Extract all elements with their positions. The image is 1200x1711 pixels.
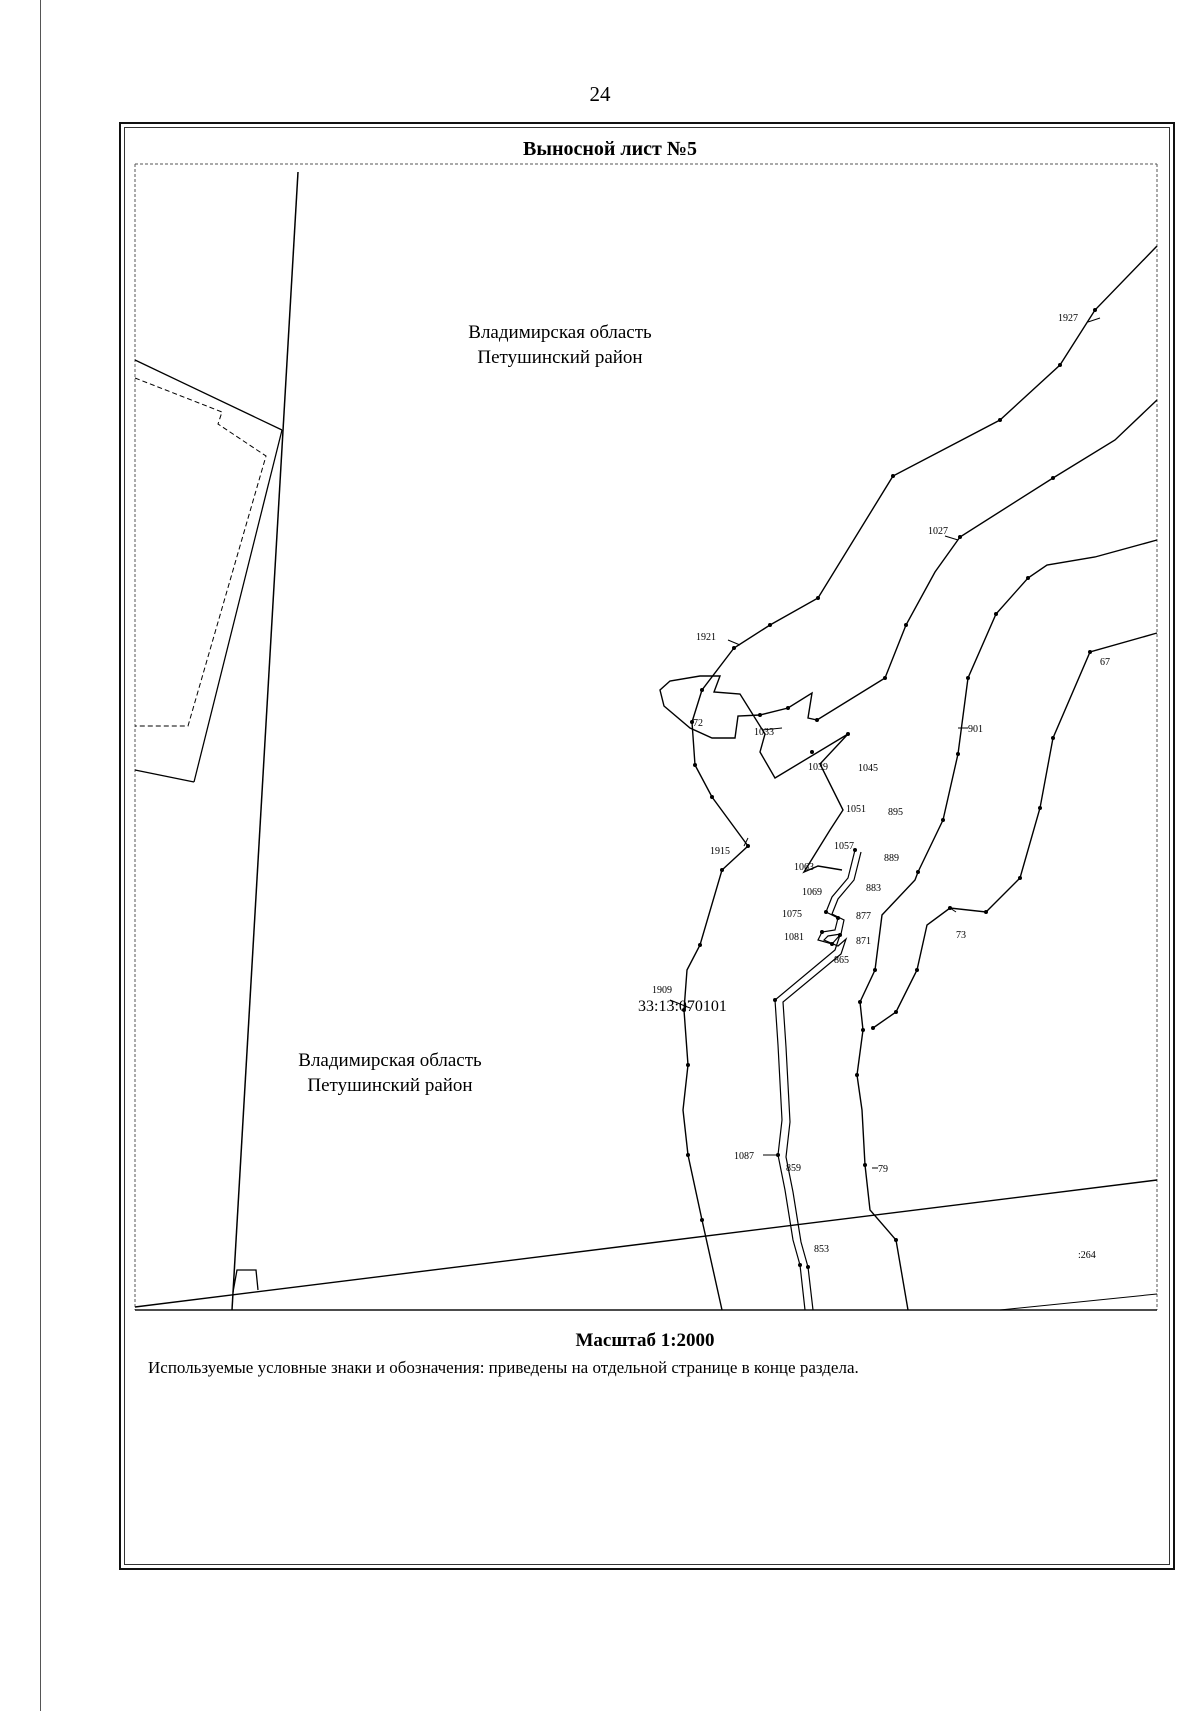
parcel-edge-top [134, 359, 283, 431]
point-label-883: 883 [866, 883, 881, 894]
point-label-1921: 1921 [696, 632, 716, 643]
legend-note: Используемые условные знаки и обозначени… [148, 1358, 859, 1377]
point-label-1039: 1039 [808, 762, 828, 773]
outer-contour [682, 245, 1158, 1311]
notch-structure [232, 1269, 259, 1293]
point-label-859: 859 [786, 1163, 801, 1174]
point-label-79: 79 [878, 1164, 888, 1175]
point-label-1033: 1033 [754, 727, 774, 738]
point-label-67: 67 [1100, 657, 1110, 668]
region-upper-line2: Петушинский район [477, 347, 643, 368]
pipeline-right [782, 851, 862, 1311]
region-upper-line1: Владимирская область [468, 322, 652, 343]
region-label-upper: Владимирская область Петушинский район [410, 320, 710, 370]
sheet-title: Выносной лист №5 [523, 138, 697, 160]
parcel-edge-right [193, 429, 283, 783]
point-label-1057: 1057 [834, 841, 854, 852]
point-label-877: 877 [856, 911, 871, 922]
parcel-edge-bottom [134, 769, 195, 783]
vertex-dots [682, 308, 1097, 1269]
point-label-264: :264 [1078, 1250, 1096, 1261]
region-lower-line1: Владимирская область [298, 1050, 482, 1071]
hook-contour [659, 399, 1158, 874]
sheet-frame-outer [119, 122, 1175, 1570]
region-label-lower: Владимирская область Петушинский район [240, 1048, 540, 1098]
scale-label: Масштаб 1:2000 [575, 1330, 715, 1351]
point-label-1063: 1063 [794, 862, 814, 873]
point-label-73: 73 [956, 930, 966, 941]
point-label-1909: 1909 [652, 985, 672, 996]
point-label-853: 853 [814, 1244, 829, 1255]
page-number: 24 [589, 82, 611, 106]
dashed-inner-parcel [134, 377, 267, 727]
inner-contour [856, 539, 1158, 1311]
point-label-1051: 1051 [846, 804, 866, 815]
point-label-1927: 1927 [1058, 313, 1078, 324]
point-label-895: 895 [888, 807, 903, 818]
point-label-871: 871 [856, 936, 871, 947]
point-label-889: 889 [884, 853, 899, 864]
bottom-right-corner-line [999, 1293, 1158, 1311]
region-lower-line2: Петушинский район [307, 1075, 473, 1096]
point-label-865: 865 [834, 955, 849, 966]
binding-margin-line [40, 0, 41, 1711]
point-label-1027: 1027 [928, 526, 948, 537]
leader-ticks [669, 317, 1101, 1169]
point-label-1069: 1069 [802, 887, 822, 898]
point-label-1915: 1915 [710, 846, 730, 857]
point-label-1075: 1075 [782, 909, 802, 920]
point-label-1081: 1081 [784, 932, 804, 943]
point-label-1045: 1045 [858, 763, 878, 774]
point-label-72: 72 [693, 718, 703, 729]
sheet-frame-inner [124, 127, 1170, 1565]
long-boundary-line [231, 171, 299, 1311]
point-label-901: 901 [968, 724, 983, 735]
bottom-diagonal-boundary [134, 1179, 1158, 1308]
cadastral-quarter-code: 33:13:070101 [638, 998, 727, 1015]
point-label-1087: 1087 [734, 1151, 754, 1162]
